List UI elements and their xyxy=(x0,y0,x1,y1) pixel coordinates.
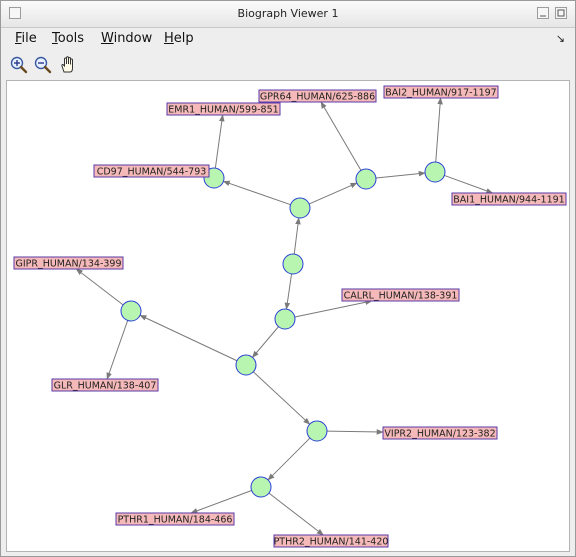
pan-button[interactable] xyxy=(58,55,78,75)
graph-edge xyxy=(106,320,129,380)
window-menu-button[interactable] xyxy=(9,7,21,19)
leaf-label-cd97[interactable]: CD97_HUMAN/544-793 xyxy=(93,164,210,178)
menu-help[interactable]: Help xyxy=(164,31,194,46)
menu-file[interactable]: File xyxy=(15,31,37,46)
menu-dock-icon[interactable]: ↘ xyxy=(555,32,565,45)
graph-edge xyxy=(222,180,291,206)
graph-edge xyxy=(139,314,238,362)
leaf-label-text: VIPR2_HUMAN/123-382 xyxy=(384,429,495,440)
graph-edge xyxy=(267,437,311,481)
tree-node[interactable] xyxy=(424,161,446,183)
leaf-label-text: EMR1_HUMAN/599-851 xyxy=(168,105,278,116)
graph-edge xyxy=(308,182,358,205)
leaf-label-pthr1[interactable]: PTHR1_HUMAN/184-466 xyxy=(115,512,235,526)
leaf-label-glr[interactable]: GLR_HUMAN/138-407 xyxy=(51,378,159,392)
zoom-in-button[interactable] xyxy=(9,55,29,75)
graph-edge xyxy=(268,492,324,536)
menu-tools[interactable]: Tools xyxy=(52,31,85,46)
leaf-label-text: BAI1_HUMAN/944-1191 xyxy=(453,195,564,206)
minimize-icon xyxy=(540,15,546,17)
graph-edge xyxy=(435,97,443,163)
leaf-label-box xyxy=(51,378,159,392)
graph-edge xyxy=(444,174,494,194)
tree-node[interactable] xyxy=(355,168,377,190)
graph-edge xyxy=(75,268,124,306)
leaf-label-box xyxy=(13,256,124,270)
leaf-label-box xyxy=(382,426,498,440)
leaf-label-bai1[interactable]: BAI1_HUMAN/944-1191 xyxy=(451,192,567,206)
leaf-label-vipr2[interactable]: VIPR2_HUMAN/123-382 xyxy=(382,426,498,440)
zoom-in-icon xyxy=(10,56,28,74)
maximize-button[interactable] xyxy=(555,7,567,19)
leaf-label-box xyxy=(273,534,389,548)
leaf-label-box xyxy=(383,85,499,99)
title-bar: Biograph Viewer 1 xyxy=(1,1,575,28)
graph-edge xyxy=(214,114,225,169)
tree-node[interactable] xyxy=(250,476,272,498)
leaf-label-text: CD97_HUMAN/544-793 xyxy=(97,167,207,178)
tree-node[interactable] xyxy=(120,300,142,322)
leaf-label-text: BAI2_HUMAN/917-1197 xyxy=(385,88,496,99)
graph-edge xyxy=(375,170,426,179)
maximize-icon xyxy=(557,9,565,17)
tree-node[interactable] xyxy=(235,354,257,376)
leaf-label-bai2[interactable]: BAI2_HUMAN/917-1197 xyxy=(383,85,499,99)
leaf-label-box xyxy=(341,288,460,302)
minimize-button[interactable] xyxy=(537,7,549,19)
graph-edge xyxy=(252,326,279,358)
leaf-label-box xyxy=(451,192,567,206)
tree-node[interactable] xyxy=(306,420,328,442)
leaf-label-text: PTHR1_HUMAN/184-466 xyxy=(118,515,233,526)
leaf-label-text: GLR_HUMAN/138-407 xyxy=(54,381,157,392)
leaf-label-text: PTHR2_HUMAN/141-420 xyxy=(274,537,389,548)
leaf-label-box xyxy=(258,89,377,103)
leaf-label-gipr[interactable]: GIPR_HUMAN/134-399 xyxy=(13,256,124,270)
graph-edges xyxy=(75,97,494,536)
tool-bar xyxy=(1,51,575,79)
zoom-out-button[interactable] xyxy=(33,55,53,75)
graph-edge xyxy=(294,299,373,318)
graph-edge xyxy=(284,273,293,310)
leaf-label-emr1[interactable]: EMR1_HUMAN/599-851 xyxy=(166,102,281,116)
menu-window[interactable]: Window xyxy=(101,31,153,46)
leaf-label-box xyxy=(115,512,235,526)
window-title: Biograph Viewer 1 xyxy=(237,7,339,20)
tree-node[interactable] xyxy=(289,197,311,219)
graph-edge xyxy=(326,429,384,435)
graph-edge xyxy=(320,101,362,171)
leaf-label-calrl[interactable]: CALRL_HUMAN/138-391 xyxy=(341,288,460,302)
graph-edge xyxy=(252,371,311,425)
leaf-label-text: GPR64_HUMAN/625-886 xyxy=(260,92,375,103)
tree-node[interactable] xyxy=(274,308,296,330)
hand-pan-icon xyxy=(61,56,73,73)
tree-node[interactable] xyxy=(282,253,304,275)
zoom-out-icon xyxy=(34,56,52,74)
graph-edge xyxy=(293,217,301,255)
leaf-label-text: GIPR_HUMAN/134-399 xyxy=(15,259,121,270)
menu-bar: File Tools Window Help ↘ xyxy=(1,28,575,50)
leaf-label-pthr2[interactable]: PTHR2_HUMAN/141-420 xyxy=(273,534,389,548)
leaf-label-box xyxy=(166,102,281,116)
graph-nodes xyxy=(120,161,446,498)
leaf-label-gpr64[interactable]: GPR64_HUMAN/625-886 xyxy=(258,89,377,103)
leaf-label-box xyxy=(93,164,210,178)
graph-edge xyxy=(190,490,252,514)
leaf-label-text: CALRL_HUMAN/138-391 xyxy=(344,291,458,302)
